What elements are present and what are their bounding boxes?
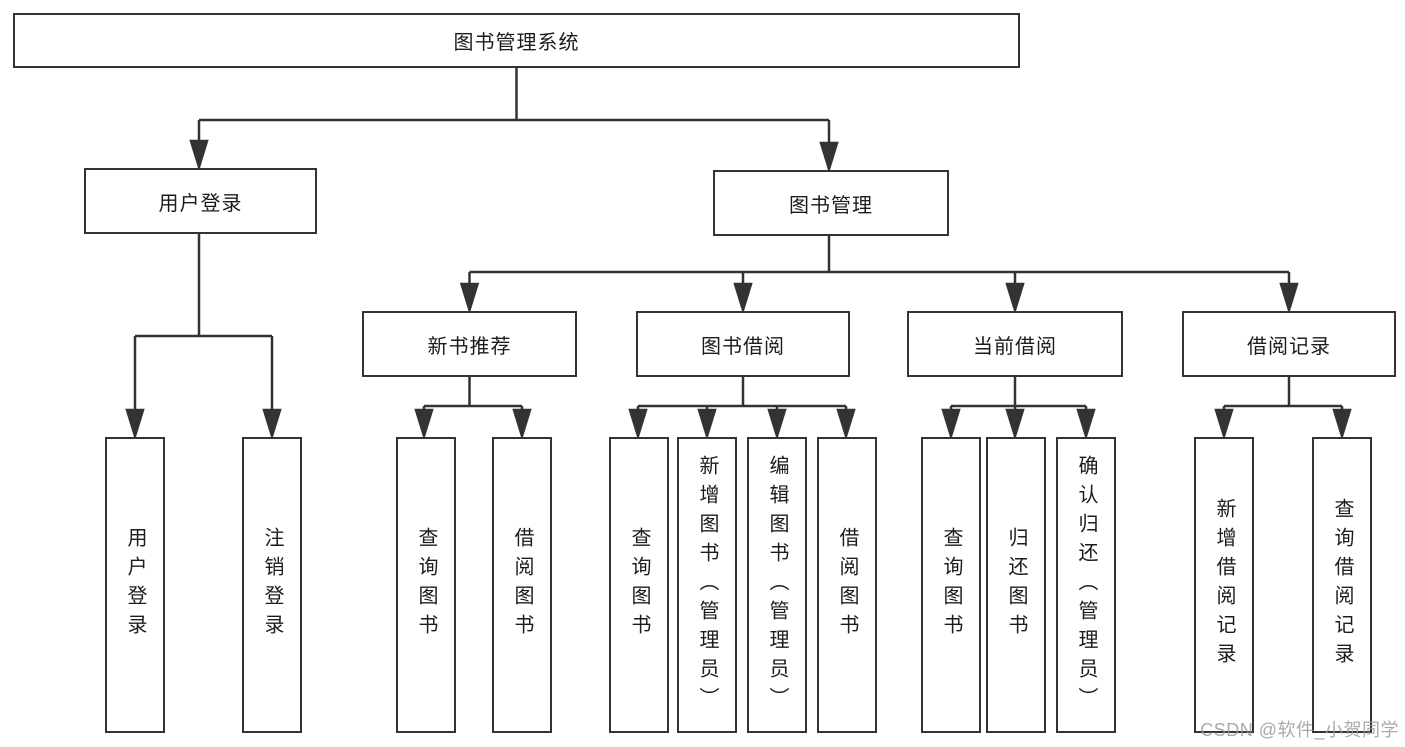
- node-borrow-records: 借阅记录: [1182, 311, 1396, 377]
- leaf-borrow-book: 借阅图书: [817, 437, 877, 733]
- arrow-down-icon: [819, 141, 839, 174]
- connector-borrow-records-children: [1214, 377, 1352, 441]
- connector-book-borrow-children: [628, 377, 856, 441]
- leaf-confirm-return-admin: 确认归还（管理员）: [1056, 437, 1116, 733]
- csdn-watermark: CSDN @软件_小贺同学: [1200, 720, 1399, 740]
- arrow-down-icon: [1332, 408, 1352, 441]
- node-book-borrow: 图书借阅: [636, 311, 850, 377]
- leaf-query-book-current: 查询图书: [921, 437, 981, 733]
- leaf-query-book-borrow: 查询图书: [609, 437, 669, 733]
- node-current-borrow: 当前借阅: [907, 311, 1123, 377]
- arrow-down-icon: [733, 282, 753, 315]
- node-new-book-recommend: 新书推荐: [362, 311, 577, 377]
- leaf-user-login: 用户登录: [105, 437, 165, 733]
- arrow-down-icon: [459, 282, 480, 315]
- arrow-down-icon: [941, 408, 961, 441]
- leaf-logout: 注销登录: [242, 437, 302, 733]
- arrow-down-icon: [1279, 282, 1299, 315]
- connector-current-borrow-children: [941, 377, 1096, 441]
- leaf-query-borrow-record: 查询借阅记录: [1312, 437, 1372, 733]
- connector-root-to-level2: [189, 68, 839, 174]
- connector-new-book-children: [414, 377, 532, 441]
- arrow-down-icon: [1005, 408, 1025, 441]
- node-root-system: 图书管理系统: [13, 13, 1020, 68]
- leaf-add-borrow-record: 新增借阅记录: [1194, 437, 1254, 733]
- arrow-down-icon: [697, 408, 717, 441]
- leaf-return-book: 归还图书: [986, 437, 1046, 733]
- connector-user-login-children: [125, 234, 282, 441]
- arrow-down-icon: [512, 408, 532, 441]
- arrow-down-icon: [836, 408, 856, 441]
- leaf-add-book-admin: 新增图书（管理员）: [677, 437, 737, 733]
- leaf-borrow-book-recommend: 借阅图书: [492, 437, 552, 733]
- leaf-edit-book-admin: 编辑图书（管理员）: [747, 437, 807, 733]
- arrow-down-icon: [1005, 282, 1025, 315]
- arrow-down-icon: [767, 408, 787, 441]
- arrow-down-icon: [1214, 408, 1234, 441]
- arrow-down-icon: [125, 408, 145, 441]
- node-user-login: 用户登录: [84, 168, 317, 234]
- connector-book-management-children: [459, 236, 1299, 315]
- arrow-down-icon: [189, 139, 209, 172]
- arrow-down-icon: [628, 408, 648, 441]
- arrow-down-icon: [414, 408, 434, 441]
- leaf-query-book-recommend: 查询图书: [396, 437, 456, 733]
- arrow-down-icon: [1076, 408, 1096, 441]
- node-book-management: 图书管理: [713, 170, 949, 236]
- arrow-down-icon: [262, 408, 282, 441]
